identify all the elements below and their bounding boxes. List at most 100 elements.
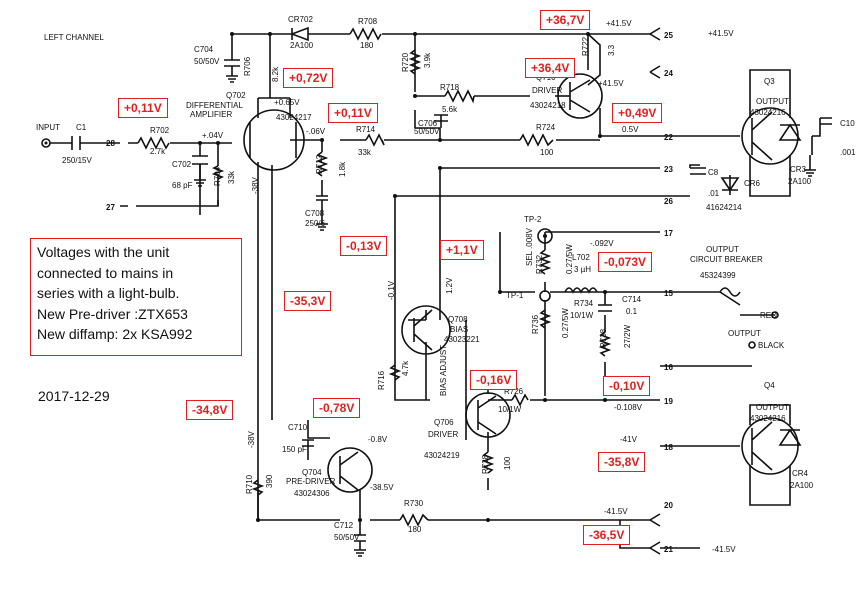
r706-value: 8.2k xyxy=(271,66,280,82)
voltage-annotation: -0,073V xyxy=(598,252,653,272)
r722-value: 3.3 xyxy=(607,44,616,56)
pin-21: 21 xyxy=(664,545,673,554)
r722-label: R722 xyxy=(581,36,590,56)
components xyxy=(41,26,832,557)
tp1-label: TP-1 xyxy=(506,291,524,300)
q702-desc2: AMPLIFIER xyxy=(190,110,232,119)
r728-value: 100 xyxy=(503,456,512,470)
r724-value: 100 xyxy=(540,148,554,157)
pin-20: 20 xyxy=(664,501,673,510)
v385: -38.5V xyxy=(370,483,394,492)
c702-label: C702 xyxy=(172,160,192,169)
output-label2: OUTPUT xyxy=(728,329,761,338)
bias-adjust: BIAS ADJUST xyxy=(439,345,448,396)
voltage-annotation: -0,78V xyxy=(313,398,361,418)
m38b-label: -38V xyxy=(247,430,256,448)
c708-value: 250/6 xyxy=(305,219,326,228)
voltage-annotation: +0,72V xyxy=(283,68,334,88)
r718-value: 5.6k xyxy=(442,105,458,114)
r708-value: 180 xyxy=(360,41,374,50)
voltage-annotation: +36,4V xyxy=(525,58,576,78)
v092: -.092V xyxy=(590,239,614,248)
r710-label: R710 xyxy=(245,474,254,494)
voltage-annotation: -35,8V xyxy=(598,452,646,472)
r726-label: R726 xyxy=(504,387,524,396)
v12: 1.2V xyxy=(445,277,454,294)
pin-24: 24 xyxy=(664,69,673,78)
q4-desc: OUTPUT xyxy=(756,403,789,412)
pin-23: 23 xyxy=(664,165,673,174)
r738-value: 27/2W xyxy=(623,324,632,348)
vm415a: -41.5V xyxy=(604,507,628,516)
q704-label: Q704 xyxy=(302,468,322,477)
q3-part: 43024216 xyxy=(750,108,786,117)
note-line: series with a light-bulb. xyxy=(37,285,180,301)
q710-desc: DRIVER xyxy=(532,86,562,95)
pin-15: 15 xyxy=(664,289,673,298)
pin-28: 28 xyxy=(106,139,115,148)
v41: -41V xyxy=(620,435,638,444)
c702-value: 68 pF xyxy=(172,181,193,190)
q710-part: 43024218 xyxy=(530,101,566,110)
q702-label: Q702 xyxy=(226,91,246,100)
c710-label: C710 xyxy=(288,423,308,432)
note-line: Voltages with the unit xyxy=(37,244,170,260)
pin-17: 17 xyxy=(664,229,673,238)
r708-label: R708 xyxy=(358,17,378,26)
q3-desc: OUTPUT xyxy=(756,97,789,106)
cr6-part: 41624214 xyxy=(706,203,742,212)
voltage-annotation: +36,7V xyxy=(540,10,591,30)
r716-value: 4.7k xyxy=(401,360,410,376)
voltage-annotation: +0,11V xyxy=(328,103,378,123)
q706-part: 43024219 xyxy=(424,451,460,460)
r732-label: R732 xyxy=(535,254,544,274)
cr702-value: 2A100 xyxy=(290,41,314,50)
sel-label: SEL .008V xyxy=(525,227,534,266)
r724-label: R724 xyxy=(536,123,556,132)
r734-value: 10/1W xyxy=(570,311,594,320)
voltage-annotation: -0,13V xyxy=(340,236,388,256)
q4-part: 43024216 xyxy=(750,414,786,423)
pin-18: 18 xyxy=(664,443,673,452)
pin-25: 25 xyxy=(664,31,673,40)
title-label: LEFT CHANNEL xyxy=(44,33,104,42)
voltage-annotation: +0,11V xyxy=(118,98,168,118)
r730-label: R730 xyxy=(404,499,424,508)
r738-label: R738 xyxy=(599,328,608,348)
q708-label: Q708 xyxy=(448,315,468,324)
v08: -0.8V xyxy=(368,435,388,444)
c1-label: C1 xyxy=(76,123,87,132)
ocb-label2: CIRCUIT BREAKER xyxy=(690,255,763,264)
voltage-annotation: +0,49V xyxy=(612,103,663,123)
voltage-annotation: -0,16V xyxy=(470,370,518,390)
r704-value: 33k xyxy=(227,170,236,184)
pin-16: 16 xyxy=(664,363,673,372)
r706-label: R706 xyxy=(243,56,252,76)
q704-desc: PRE-DRIVER xyxy=(286,477,336,486)
r736-value: 0.27/5W xyxy=(561,308,570,338)
v415-right: +41.5V xyxy=(708,29,734,38)
r734-label: R734 xyxy=(574,299,594,308)
v05: 0.5V xyxy=(622,125,639,134)
r718-label: R718 xyxy=(440,83,460,92)
cr702-label: CR702 xyxy=(288,15,313,24)
r730-value: 180 xyxy=(408,525,422,534)
voltage-annotation: -34,8V xyxy=(186,400,234,420)
note-line: connected to mains in xyxy=(37,264,174,281)
c10-label: C10 xyxy=(840,119,855,128)
note-line: New Pre-driver :ZTX653 xyxy=(37,305,188,322)
r732-value: 0.27/5W xyxy=(565,244,574,274)
note-box: Voltages with the unit connected to main… xyxy=(30,238,242,356)
r702-label: R702 xyxy=(150,126,170,135)
q706-desc: DRIVER xyxy=(428,430,458,439)
pin-26: 26 xyxy=(664,197,673,206)
q702-desc: DIFFERENTIAL xyxy=(186,101,243,110)
vm415b: -41.5V xyxy=(712,545,736,554)
r710-value: 390 xyxy=(265,474,274,488)
input-label: INPUT xyxy=(36,123,60,132)
c708-label: C708 xyxy=(305,209,325,218)
wiring xyxy=(50,27,821,555)
q704-part: 43024306 xyxy=(294,489,330,498)
v415-top: +41.5V xyxy=(606,19,632,28)
